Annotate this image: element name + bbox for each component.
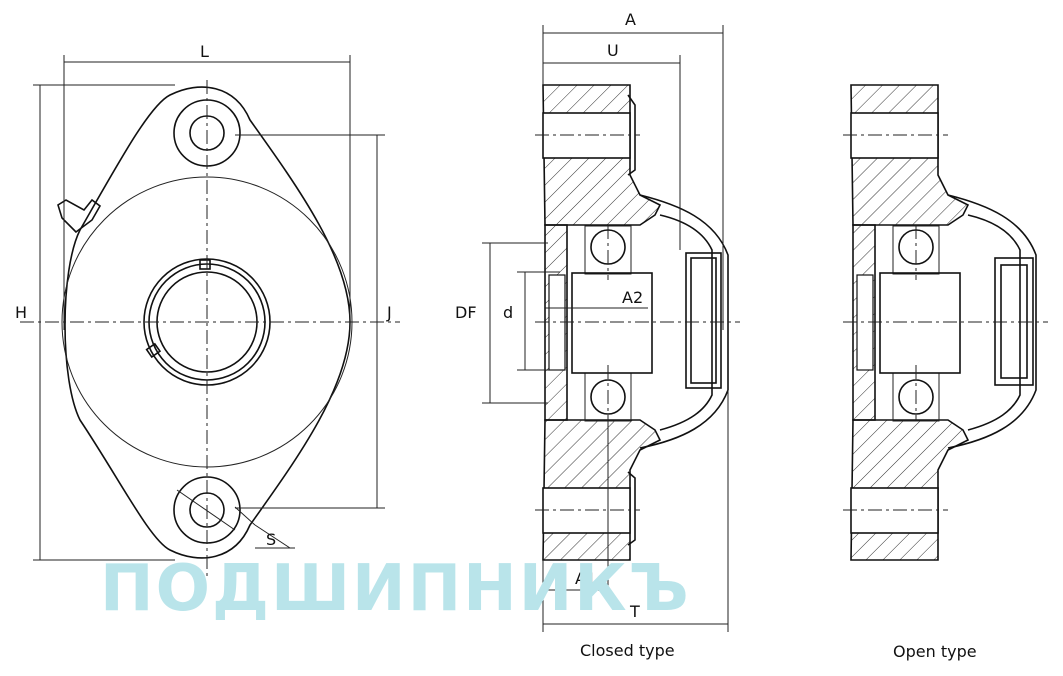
grease-nipple — [57, 198, 102, 234]
dim-A1-label: A1 — [575, 569, 596, 588]
dim-S-label: S — [266, 530, 276, 549]
caption-open-type: Open type — [893, 642, 977, 661]
dim-L-label: L — [200, 42, 209, 61]
set-screw-top — [199, 259, 211, 270]
watermark-logo: ПОДШИПНИКЪ — [100, 552, 691, 626]
front-view — [20, 55, 400, 580]
dim-DF-label: DF — [455, 303, 477, 322]
flange-outline — [64, 86, 351, 559]
closed-type-section — [482, 25, 740, 632]
dim-A-label: A — [625, 10, 636, 29]
dim-T-label: T — [629, 602, 640, 621]
ball-lower — [590, 379, 626, 415]
dim-U-label: U — [607, 41, 619, 60]
open-type-section — [843, 84, 1048, 561]
caption-closed-type: Closed type — [580, 641, 675, 660]
dim-H-label: H — [15, 303, 27, 322]
dim-A2-label: A2 — [622, 288, 643, 307]
set-screw-side — [145, 342, 162, 359]
dim-d-label: d — [503, 303, 513, 322]
dim-J-label: J — [386, 303, 392, 322]
